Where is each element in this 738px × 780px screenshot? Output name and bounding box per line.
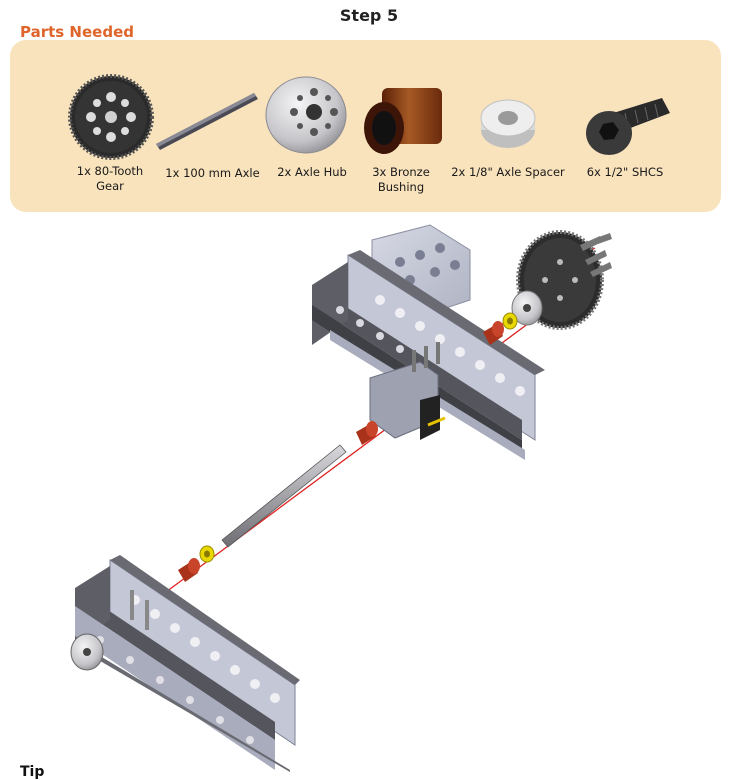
parts-needed-heading: Parts Needed xyxy=(20,23,134,41)
assembly-hub-lower xyxy=(70,633,104,671)
part-label-shcs: 6x 1/2" SHCS xyxy=(586,165,664,179)
axle-hub-icon xyxy=(265,76,347,154)
assembly-spacer-upper xyxy=(502,312,518,330)
part-label-spacer: 2x 1/8" Axle Spacer xyxy=(451,165,565,179)
gear-icon xyxy=(68,74,154,160)
part-label-axle-hub: 2x Axle Hub xyxy=(277,165,347,179)
motor-mount-block xyxy=(369,342,446,440)
bronze-bushing-icon xyxy=(364,88,442,154)
part-label-axle: 1x 100 mm Axle xyxy=(165,166,260,180)
assembly-screws xyxy=(580,233,612,277)
assembly-axle xyxy=(221,444,347,548)
assembly-bushing-lower xyxy=(178,558,200,582)
assembly-spacer-lower xyxy=(199,545,215,563)
assembly-hub-upper xyxy=(511,290,543,326)
assembly-bushing-upper xyxy=(483,321,504,345)
shcs-screw-icon xyxy=(586,98,670,155)
lower-channel xyxy=(75,555,300,772)
assembly-bushing-middle xyxy=(356,421,378,445)
axle-icon xyxy=(156,93,258,150)
axle-spacer-icon xyxy=(480,99,536,148)
step-title: Step 5 xyxy=(339,6,399,25)
assembly-gear xyxy=(516,230,604,330)
